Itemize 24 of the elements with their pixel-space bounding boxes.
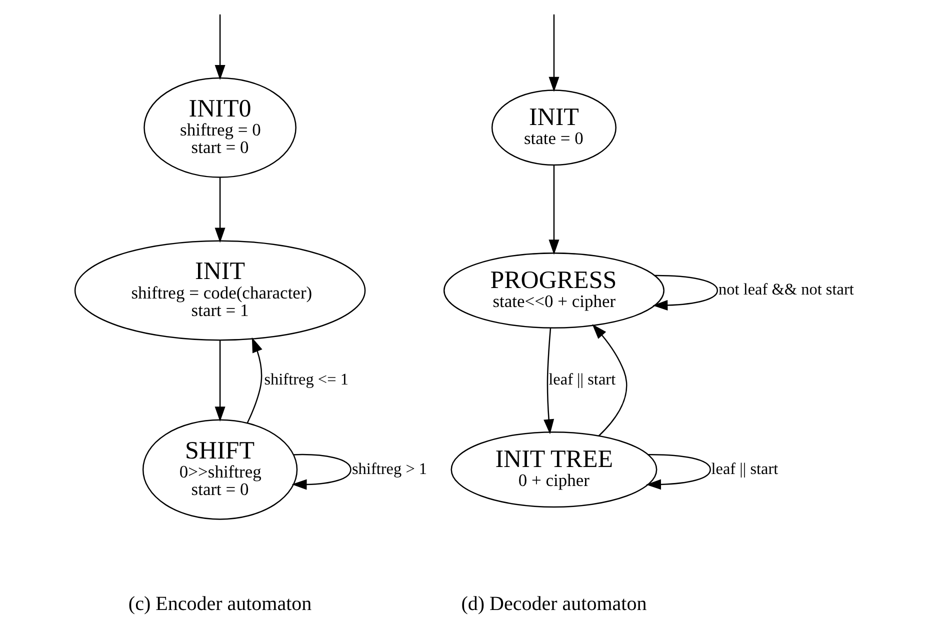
- label: (c) Encoder automaton: [128, 593, 312, 616]
- node-ellipse: INIT shiftreg = code(character) start = 1: [74, 240, 366, 341]
- arrow: [548, 14, 560, 92]
- arrow: [592, 324, 628, 436]
- node-ellipse: INIT state = 0: [491, 90, 616, 166]
- arrow: [214, 177, 226, 243]
- node-ellipse: SHIFT 0>>shiftreg start = 0: [142, 419, 298, 520]
- arrow: [214, 14, 226, 80]
- arrow: [214, 340, 226, 422]
- arrow: [292, 454, 352, 490]
- arrow: [548, 164, 560, 255]
- arrow: [652, 274, 718, 311]
- node-ellipse: INIT0 shiftreg = 0 start = 0: [144, 77, 296, 178]
- edge-label: not leaf && not start: [718, 280, 854, 299]
- label: (d) Decoder automaton: [461, 593, 647, 616]
- edge-label: leaf || start: [548, 370, 616, 388]
- node-ellipse: INIT TREE 0 + cipher: [450, 432, 658, 508]
- arrow: [544, 328, 554, 434]
- node-ellipse: PROGRESS state<<0 + cipher: [443, 252, 664, 328]
- edge-label: shiftreg <= 1: [264, 370, 348, 388]
- arrow: [646, 454, 711, 490]
- arrow: [246, 337, 262, 424]
- edge-label: leaf || start: [711, 460, 778, 478]
- edge-label: shiftreg > 1: [352, 460, 428, 478]
